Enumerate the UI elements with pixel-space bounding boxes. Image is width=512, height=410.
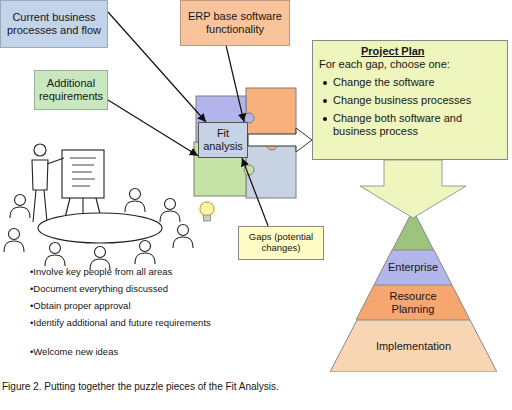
bullet-note: •Involve key people from all areas bbox=[30, 266, 220, 278]
audience-person bbox=[45, 243, 65, 267]
node-text: Additional requirements bbox=[37, 77, 105, 102]
arrow-line bbox=[226, 46, 244, 122]
input-box: ERP base software functionality bbox=[180, 0, 290, 46]
bullet-note: •Obtain proper approval bbox=[30, 300, 220, 312]
flipchart bbox=[62, 150, 104, 198]
audience-person bbox=[173, 225, 193, 249]
gaps-box: Gaps (potential changes) bbox=[238, 226, 324, 260]
arrow-line bbox=[242, 158, 268, 226]
arrow-line bbox=[108, 100, 198, 156]
bullet-note: •Identify additional and future requirem… bbox=[30, 317, 220, 329]
lightbulb bbox=[197, 200, 217, 221]
band-fill bbox=[356, 285, 470, 320]
bullet-dot bbox=[323, 117, 327, 121]
bullet-row: Change the software bbox=[319, 76, 501, 89]
bullet-row: Change business processes bbox=[319, 94, 501, 107]
node-text: Current business processes and flow bbox=[3, 11, 105, 36]
pyramid-band: Implementation bbox=[330, 320, 497, 372]
band-fill bbox=[374, 250, 452, 285]
meeting-illustration bbox=[4, 144, 193, 270]
audience-person bbox=[160, 199, 180, 223]
input-box: Additional requirements bbox=[34, 70, 108, 110]
input-box: Current business processes and flow bbox=[0, 0, 108, 48]
audience-person bbox=[4, 229, 24, 253]
node-text: Implementation bbox=[376, 340, 451, 353]
bullet-dot bbox=[323, 99, 327, 103]
pyramid-band: Resource Planning bbox=[356, 285, 470, 320]
puzzle-knob bbox=[267, 140, 277, 150]
arrow-line bbox=[108, 12, 206, 122]
node-text: Resource Planning bbox=[378, 290, 448, 315]
bullet-note: •Document everything discussed bbox=[30, 283, 220, 295]
puzzle-knob bbox=[244, 165, 254, 175]
audience-person bbox=[125, 189, 145, 213]
block-arrow bbox=[248, 128, 312, 152]
figure-caption: Figure 2. Putting together the puzzle pi… bbox=[2, 381, 279, 393]
bullet-text: Change the software bbox=[333, 76, 435, 88]
fit-box: Fit analysis bbox=[198, 122, 248, 158]
flipchart-lines bbox=[70, 158, 96, 186]
audience-person bbox=[10, 195, 30, 219]
presenter bbox=[32, 144, 64, 222]
bullet-row: Change both software and business proces… bbox=[319, 112, 501, 138]
down-arrow bbox=[360, 160, 466, 218]
node-text: Gaps (potential changes) bbox=[241, 232, 321, 254]
meeting-table bbox=[38, 213, 162, 243]
bullet-dot bbox=[323, 81, 327, 85]
pyramid-band: Enterprise bbox=[374, 250, 452, 285]
plan-box: Project PlanFor each gap, choose one: Cha… bbox=[312, 40, 508, 160]
plan-title: Project Plan bbox=[319, 45, 501, 58]
plan-text: For each gap, choose one: bbox=[319, 58, 501, 71]
band-fill bbox=[330, 320, 497, 372]
bullet-text: Change both software and business proces… bbox=[333, 112, 462, 137]
node-text: Enterprise bbox=[388, 261, 438, 274]
node-text: Fit analysis bbox=[201, 127, 245, 152]
bullet-text: Change business processes bbox=[333, 94, 471, 106]
node-text: ERP base software functionality bbox=[183, 10, 287, 35]
bullet-note: •Welcome new ideas bbox=[30, 346, 220, 358]
audience-person bbox=[135, 241, 155, 265]
puzzle bbox=[194, 88, 296, 198]
